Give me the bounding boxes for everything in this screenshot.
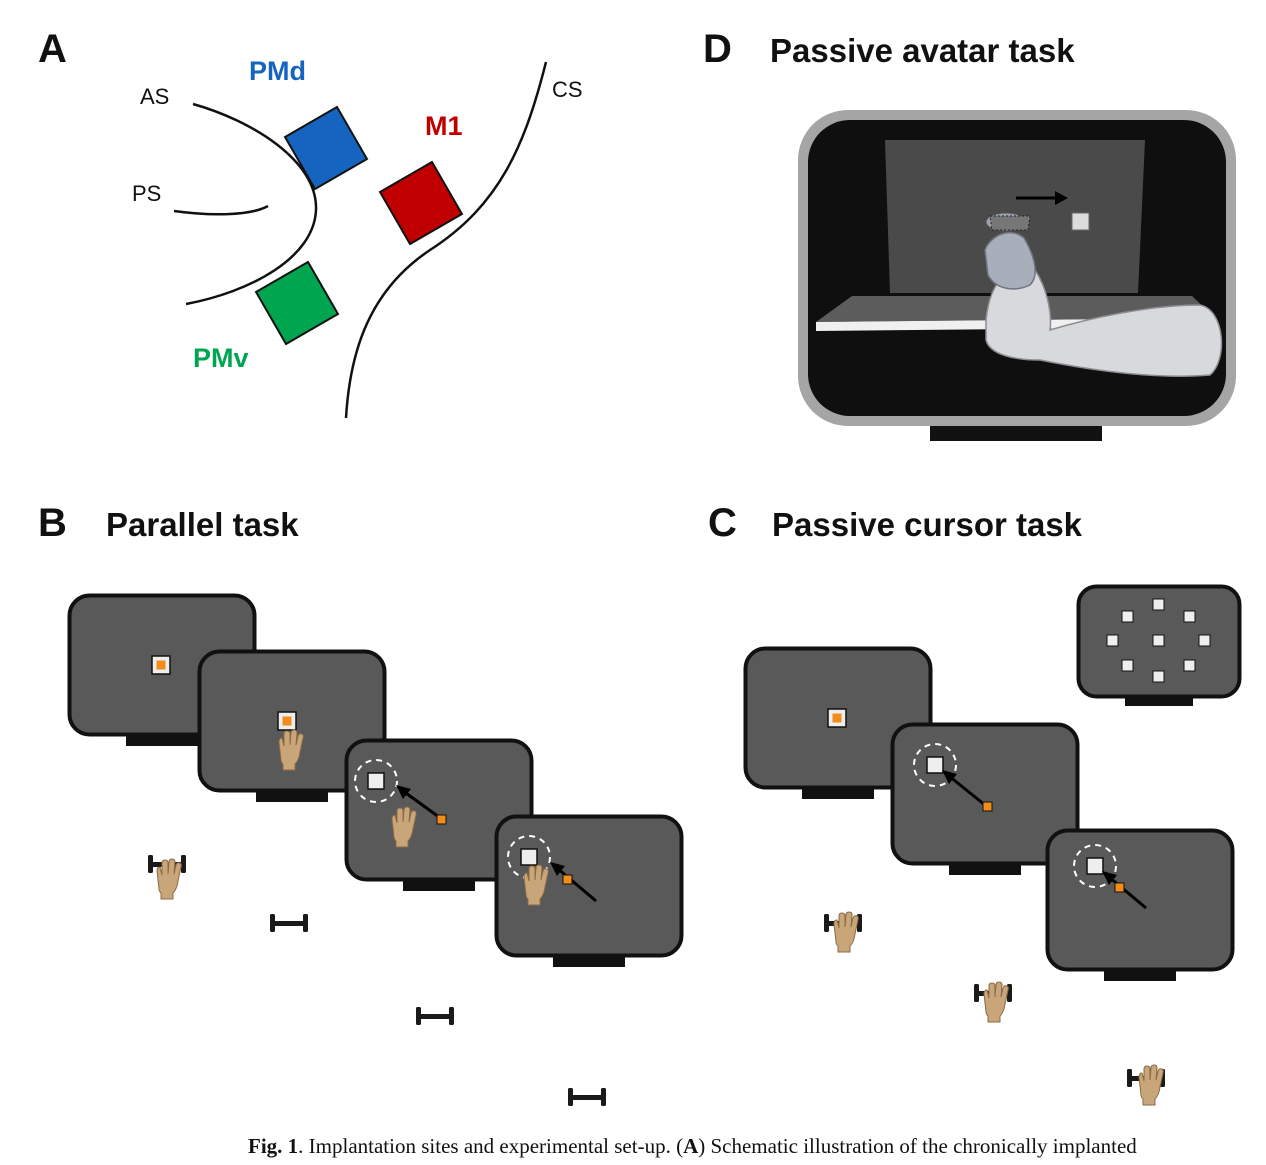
panel-b-letter: B (38, 501, 67, 545)
avatar-arrow-head (1055, 191, 1068, 205)
panel-a-letter: A (38, 27, 67, 71)
figure-caption: Fig. 1. Implantation sites and experimen… (248, 1134, 1258, 1159)
arrow-head (396, 785, 411, 799)
hand-icon (1138, 1064, 1164, 1106)
avatar-monitor-stand (930, 424, 1102, 441)
cursor (982, 801, 993, 812)
arcuate-sulcus (185, 102, 318, 306)
panel-b: B Parallel task (38, 501, 684, 1106)
panel-c: C Passive cursor task (708, 501, 1242, 1106)
panel-b-title: Parallel task (106, 506, 299, 543)
cursor (436, 814, 447, 825)
cursor (832, 713, 842, 723)
hand-icon (983, 981, 1009, 1023)
m1-label: M1 (425, 111, 463, 141)
trajectory-arrow (1108, 875, 1147, 910)
pmd-label: PMd (249, 56, 306, 86)
avatar-arm (984, 212, 1223, 377)
cursor (562, 874, 573, 885)
caption-rest: ) Schematic illustration of the chronica… (698, 1134, 1137, 1158)
panel-d-letter: D (703, 27, 732, 71)
target-zone (507, 835, 551, 879)
handle-icon-4 (568, 1088, 606, 1106)
caption-panel-ref: A (683, 1134, 699, 1158)
trajectory-arrow (556, 866, 597, 903)
parallel-monitor-1 (67, 593, 257, 748)
trajectory-arrow (948, 774, 986, 807)
arrow-head (942, 770, 957, 784)
handle-icon-3 (416, 1007, 454, 1025)
target-layout-monitor (1076, 584, 1242, 706)
target-ring (1106, 598, 1211, 683)
target-zone (354, 759, 398, 803)
pmv-array (254, 260, 340, 346)
hand-icon (833, 911, 859, 953)
cursor (1114, 882, 1125, 893)
m1-array (378, 160, 464, 246)
avatar-target (1071, 212, 1090, 231)
cursor (156, 660, 166, 670)
cursor-monitor-1 (743, 646, 933, 801)
cursor-monitor-2 (890, 722, 1080, 877)
parallel-monitor-3 (344, 738, 534, 893)
peripheral-target (1086, 857, 1104, 875)
caption-text: . Implantation sites and experimental se… (298, 1134, 684, 1158)
ps-label: PS (132, 181, 161, 206)
handle-icon-2 (270, 914, 308, 932)
caption-label: Fig. 1 (248, 1134, 299, 1158)
panel-c-title: Passive cursor task (772, 506, 1083, 543)
parallel-monitor-2 (197, 649, 387, 804)
peripheral-target (926, 756, 944, 774)
cursor-monitor-3 (1045, 828, 1235, 983)
panel-c-letter: C (708, 501, 737, 545)
pmv-label: PMv (193, 343, 249, 373)
as-label: AS (140, 84, 169, 109)
target-zone (913, 743, 957, 787)
peripheral-target (367, 772, 385, 790)
peripheral-target (520, 848, 538, 866)
principal-sulcus (173, 204, 269, 216)
panel-d: D Passive avatar task (703, 27, 1236, 441)
arrow-head (550, 862, 565, 876)
panel-a: A AS PS CS PMd M1 PMv (38, 27, 583, 419)
trajectory-arrow (402, 789, 440, 819)
cs-label: CS (552, 77, 583, 102)
parallel-monitor-4 (494, 814, 684, 969)
target-zone (1073, 844, 1117, 888)
panel-d-title: Passive avatar task (770, 32, 1075, 69)
pmd-array (283, 105, 369, 191)
arrow-head (1102, 871, 1117, 885)
central-sulcus (344, 61, 548, 419)
cursor (282, 716, 292, 726)
